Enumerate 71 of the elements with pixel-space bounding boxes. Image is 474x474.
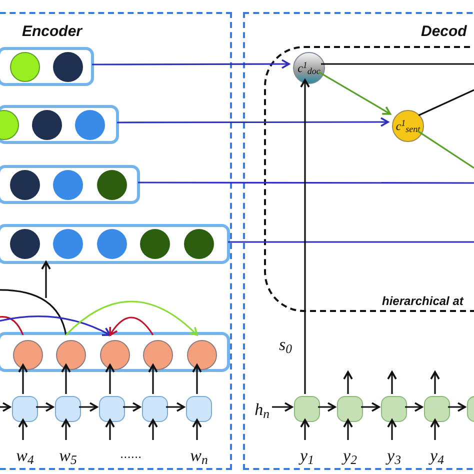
ellipsis-label: ...... [120,445,142,463]
variable-label: y$_{4}$ [425,442,449,468]
arrow [343,371,353,394]
arrow [405,402,423,412]
connector-line [138,182,474,184]
arrow [343,419,353,440]
arrow [300,419,310,440]
connector-line [0,316,24,336]
encoder-cell [99,396,125,422]
panel-title: Decod [421,22,467,42]
arrow [272,402,293,412]
vector-box [0,47,94,86]
variable-label: w$_{5}$ [56,442,80,468]
attention-region [264,46,474,312]
encoder-cell [142,396,168,422]
arrow [361,402,380,412]
variable-label: w$_{4}$ [13,442,37,468]
arrow [36,402,54,412]
arrow [166,402,185,412]
arrow [192,419,202,440]
arrow [148,364,158,394]
dashed-panel [0,12,232,470]
encoder-cell [186,396,212,422]
arrow [300,79,310,394]
connector-line [0,289,67,336]
decoder-cell [381,396,407,422]
variable-label: h$_{n}$ [250,396,274,422]
arrow [117,117,389,127]
variable-label: y$_{2}$ [338,442,362,468]
arrow [430,419,440,440]
arrow [123,402,141,412]
encoder-cell [55,396,81,422]
variable-label: y$_{3}$ [382,442,406,468]
arrow [105,364,115,394]
arrow [387,419,397,440]
decoder-cell [294,396,320,422]
connector-line [416,130,474,169]
arrow [18,419,28,440]
variable-label: w$_{n}$ [187,442,211,468]
arrow [61,364,71,394]
panel-title: hierarchical at [382,293,464,310]
arrow [387,371,397,394]
connector-line [228,241,474,243]
arrow [318,402,336,412]
vector-box [0,224,230,264]
arrow [192,364,202,394]
arrow [41,261,51,298]
connector-line [321,63,474,65]
decoder-cell [424,396,450,422]
arrow [0,402,11,412]
arrow [105,419,115,440]
arrow [18,364,28,394]
vector-box [0,332,230,372]
arrow [318,71,392,115]
dashed-panel [243,12,474,470]
connector-line [418,89,474,116]
arrow [0,316,111,336]
decoder-cell [337,396,363,422]
encoder-cell [12,396,38,422]
arrow [65,300,198,336]
vector-box [0,105,119,144]
vector-box [0,165,140,204]
arrow [109,316,154,336]
panel-title: Encoder [22,22,82,42]
arrow [61,419,71,440]
arrow [448,402,466,412]
arrow [430,371,440,394]
variable-label: y$_{1}$ [295,442,319,468]
arrow [79,402,98,412]
arrow [148,419,158,440]
arrow [92,59,290,69]
